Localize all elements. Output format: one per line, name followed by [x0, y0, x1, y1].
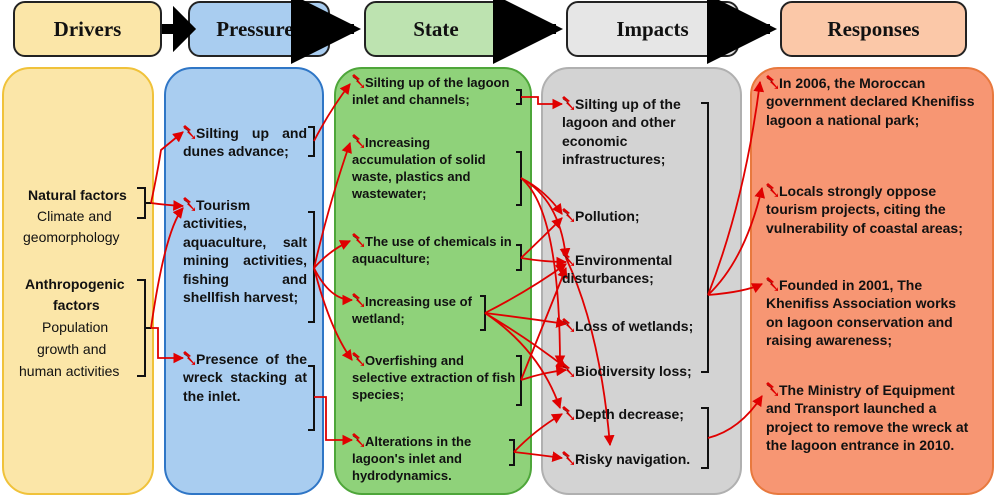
header-drivers: Drivers — [13, 1, 162, 57]
lightning-bolt-icon — [562, 252, 574, 266]
arrow-s2-i3 — [520, 177, 571, 260]
arrow-s2-i5 — [520, 177, 566, 367]
impact-item: Silting up of the lagoon and other econo… — [562, 96, 681, 168]
driver-natural-title: Natural factors — [28, 187, 127, 203]
lightning-bolt-icon — [183, 351, 195, 365]
state-item: Overfishing and selective extraction of … — [352, 352, 516, 403]
lightning-bolt-icon — [562, 318, 574, 332]
arrow-p2-s3 — [313, 240, 351, 269]
arrow-s3-i2 — [520, 217, 563, 259]
bracket-i-top — [701, 102, 709, 373]
impact-item: Risky navigation. — [562, 450, 700, 468]
bracket-anthro — [137, 279, 151, 377]
impact-item: Depth decrease; — [562, 405, 700, 423]
lightning-bolt-icon — [352, 74, 364, 88]
lightning-bolt-icon — [352, 433, 364, 447]
bracket-p3 — [308, 365, 315, 431]
lightning-bolt-icon — [183, 125, 195, 139]
arrow-s6-i7 — [513, 451, 564, 463]
arrow-risky — [565, 257, 615, 447]
lightning-bolt-icon — [183, 197, 195, 211]
lightning-bolt-icon — [766, 277, 778, 291]
lightning-bolt-icon — [562, 96, 574, 110]
bracket-natural — [137, 187, 151, 219]
lightning-bolt-icon — [766, 75, 778, 89]
arrow-d-p2 — [150, 200, 185, 211]
impact-item: Biodiversity loss; — [562, 362, 702, 380]
pressure-item: Silting up and dunes advance; — [183, 125, 307, 160]
lightning-bolt-icon — [352, 134, 364, 148]
bracket-s5 — [516, 355, 522, 406]
arrow-s3-i3 — [520, 256, 568, 268]
arrow-p2-s2 — [313, 141, 352, 269]
header-arrows — [162, 0, 777, 64]
arrow-s4-i4 — [484, 312, 568, 328]
state-item: The use of chemicals in aquaculture; — [352, 233, 512, 267]
arrow-d-p2b — [150, 207, 184, 329]
lightning-bolt-icon — [352, 352, 364, 366]
pressure-item: Tourism activities, aquaculture, salt mi… — [183, 197, 307, 306]
bracket-i-bot — [701, 407, 709, 469]
arrow-p1-s1 — [313, 83, 351, 142]
arrow-d-p3 — [151, 327, 185, 364]
drivers-panel — [2, 67, 154, 495]
arrow-s5-i5 — [520, 365, 568, 381]
lightning-bolt-icon — [766, 183, 778, 197]
arrow-s6-i6 — [513, 413, 563, 453]
response-item: In 2006, the Moroccan government declare… — [766, 75, 975, 128]
arrow-i-r3 — [707, 283, 763, 296]
lightning-bolt-icon — [766, 382, 778, 396]
state-panel — [334, 67, 532, 495]
driver-anthro-line2: growth and — [37, 341, 107, 357]
arrow-d-p1 — [150, 131, 184, 204]
bracket-p1 — [308, 126, 315, 157]
impact-item: Loss of wetlands; — [562, 317, 702, 335]
response-item: Locals strongly oppose tourism projects,… — [766, 183, 963, 236]
driver-anthro-title1: Anthropogenic — [25, 276, 125, 292]
arrow-p2-s4 — [313, 267, 354, 306]
arrow-i-r4 — [707, 395, 763, 439]
header-responses: Responses — [780, 1, 967, 57]
lightning-bolt-icon — [352, 293, 364, 307]
state-item: Increasing accumulation of solid waste, … — [352, 134, 486, 202]
impact-item: Pollution; — [562, 207, 700, 225]
state-item: Alterations in the lagoon's inlet and hy… — [352, 433, 472, 484]
bracket-p2 — [308, 211, 315, 323]
driver-natural-line2: geomorphology — [23, 229, 120, 245]
impact-item: Environmental disturbances; — [562, 252, 673, 287]
lightning-bolt-icon — [562, 363, 574, 377]
lightning-bolt-icon — [562, 208, 574, 222]
driver-anthro-line3: human activities — [19, 363, 120, 379]
response-item: Founded in 2001, The Khenifiss Associati… — [766, 277, 957, 349]
red-arrows — [150, 80, 766, 463]
arrow-i-r2 — [707, 186, 766, 296]
responses-panel — [750, 67, 994, 495]
arrow-s1-i1 — [521, 96, 564, 110]
arrow-p3-s6 — [314, 396, 354, 446]
lightning-bolt-icon — [352, 233, 364, 247]
state-item: Silting up of the lagoon inlet and chann… — [352, 74, 510, 108]
response-item: The Ministry of Equipment and Transport … — [766, 382, 969, 454]
arrow-p2-s5 — [313, 267, 353, 361]
arrow-s5-i3 — [520, 266, 568, 381]
lightning-bolt-icon — [562, 406, 574, 420]
arrow-s4-i3 — [484, 263, 567, 314]
driver-anthro-line1: Population — [42, 319, 109, 335]
bracket-s2 — [516, 151, 522, 206]
pressure-item: Presence of the wreck stacking at the in… — [183, 351, 307, 404]
state-item: Increasing use of wetland; — [352, 293, 472, 327]
pressures-panel — [164, 67, 324, 495]
driver-anthro-title2: factors — [53, 297, 100, 313]
lightning-bolt-icon — [562, 451, 574, 465]
header-arrow-1 — [162, 5, 197, 53]
arrow-i-r1 — [707, 80, 765, 296]
driver-natural-line1: Climate and — [37, 208, 112, 224]
